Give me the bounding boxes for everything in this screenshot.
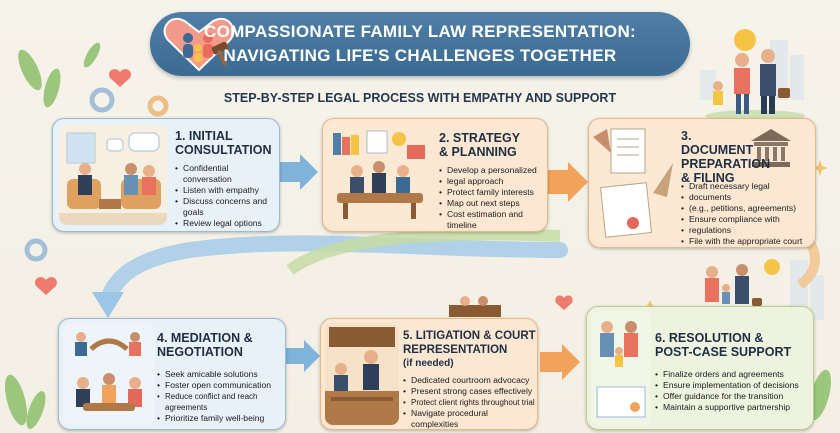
step-6-title-line-2: POST-CASE SUPPORT [655, 345, 792, 359]
list-item: Prioritize family well-being [157, 413, 283, 424]
resolution-illustration [591, 311, 651, 425]
step-card-3: 3. DOCUMENT PREPARATION & FILING Draft n… [588, 118, 816, 248]
arrow-1-to-2 [280, 154, 318, 190]
list-item: Dedicated courtroom advocacy [403, 375, 537, 386]
list-item: Protect family interests [439, 187, 545, 198]
list-item: Reduce conflict and reach agreements [157, 391, 283, 413]
list-item: Draft necessary legal [681, 181, 813, 192]
documents-illustration [593, 123, 677, 243]
list-item: Protect client rights throughout trial [403, 397, 537, 408]
step-4-bullets: Seek amicable solutions Foster open comm… [157, 369, 283, 424]
list-item: Review legal options [175, 218, 279, 229]
list-item: Listen with empathy [175, 185, 279, 196]
list-item: Ensure compliance with [681, 214, 813, 225]
planning-illustration [327, 125, 431, 225]
mediation-illustration [63, 323, 155, 425]
family-illustration-2 [705, 264, 762, 306]
step-5-title: 5. LITIGATION & COURT REPRESENTATION (if… [403, 329, 537, 371]
step-6-title: 6. RESOLUTION & POST-CASE SUPPORT [655, 331, 809, 359]
gear-icon [24, 87, 169, 262]
step-3-title: 3. DOCUMENT PREPARATION & FILING [681, 129, 771, 185]
list-item: Confidential conversation [175, 163, 279, 185]
list-item: Cost estimation and timeline [439, 209, 545, 231]
heart-icon [35, 69, 573, 310]
courthouse-icon [751, 129, 791, 167]
title-line-1: COMPASSIONATE FAMILY LAW REPRESENTATION: [204, 22, 636, 41]
arrow-3-to-4 [100, 235, 568, 308]
arrow-5-to-6 [540, 344, 580, 380]
step-1-title-line-2: CONSULTATION [175, 143, 272, 157]
list-item: Map out next steps [439, 198, 545, 209]
step-1-title-line-1: 1. INITIAL [175, 129, 233, 143]
page-subtitle: STEP-BY-STEP LEGAL PROCESS WITH EMPATHY … [223, 91, 617, 105]
family-illustration [705, 49, 805, 120]
consultation-illustration [59, 125, 167, 225]
sun-icon [734, 29, 780, 275]
step-3-bullets: Draft necessary legal documents (e.g., p… [681, 181, 813, 247]
arrow-4-to-5 [286, 340, 320, 372]
list-item: File with the appropriate court [681, 236, 813, 247]
step-2-title-line-2: & PLANNING [439, 145, 517, 159]
step-3-title-line-2: PREPARATION [681, 157, 771, 171]
list-item: (e.g., petitions, agreements) [681, 203, 813, 214]
step-5-title-line-2: REPRESENTATION [403, 344, 508, 356]
list-item: Foster open communication [157, 380, 283, 391]
list-item: Finalize orders and agreements [655, 369, 811, 380]
list-item: Offer guidance for the transition [655, 391, 811, 402]
step-2-bullets: Develop a personalized legal approach Pr… [439, 165, 545, 231]
step-4-title-line-1: 4. MEDIATION & [157, 331, 253, 345]
list-item: regulations [681, 225, 813, 236]
step-2-title-line-1: 2. STRATEGY [439, 131, 521, 145]
step-1-title: 1. INITIAL CONSULTATION [175, 129, 275, 157]
step-card-4: 4. MEDIATION & NEGOTIATION Seek amicable… [58, 318, 286, 430]
list-item: Maintain a supportive partnership [655, 402, 811, 413]
step-6-title-line-1: 6. RESOLUTION & [655, 331, 764, 345]
list-item: Develop a personalized [439, 165, 545, 176]
quill-pen-icon [653, 163, 673, 197]
list-item: documents [681, 192, 813, 203]
judges-illustration [449, 296, 501, 317]
title-line-2: NAVIGATING LIFE'S CHALLENGES TOGETHER [223, 46, 617, 65]
leaf-icon [18, 42, 101, 108]
list-item: Ensure implementation of decisions [655, 380, 811, 391]
list-item: Navigate procedural complexities [403, 408, 537, 430]
gavel-icon [211, 42, 229, 67]
step-card-2: 2. STRATEGY & PLANNING Develop a persona… [322, 118, 548, 232]
step-5-bullets: Dedicated courtroom advocacy Present str… [403, 375, 537, 430]
step-card-6: 6. RESOLUTION & POST-CASE SUPPORT Finali… [586, 306, 814, 430]
family-heart-icon [163, 17, 235, 72]
step-6-bullets: Finalize orders and agreements Ensure im… [655, 369, 811, 413]
list-item: Discuss concerns and goals [175, 196, 279, 218]
step-4-title-line-2: NEGOTIATION [157, 345, 243, 359]
list-item: Present strong cases effectively [403, 386, 537, 397]
step-card-5: 5. LITIGATION & COURT REPRESENTATION (if… [320, 296, 538, 430]
step-5-title-line-1: 5. LITIGATION & COURT [403, 330, 536, 342]
arrow-2-to-3 [548, 162, 588, 202]
step-2-title: 2. STRATEGY & PLANNING [439, 131, 545, 159]
list-item: legal approach [439, 176, 545, 187]
courtroom-illustration [325, 323, 399, 425]
step-4-title: 4. MEDIATION & NEGOTIATION [157, 331, 283, 359]
list-item: Seek amicable solutions [157, 369, 283, 380]
step-1-bullets: Confidential conversation Listen with em… [175, 163, 279, 229]
step-3-title-line-1: 3. DOCUMENT [681, 129, 754, 157]
title-banner: COMPASSIONATE FAMILY LAW REPRESENTATION:… [150, 12, 690, 76]
step-5-subtitle: (if needed) [403, 358, 454, 369]
step-card-1: 1. INITIAL CONSULTATION Confidential con… [52, 118, 280, 232]
